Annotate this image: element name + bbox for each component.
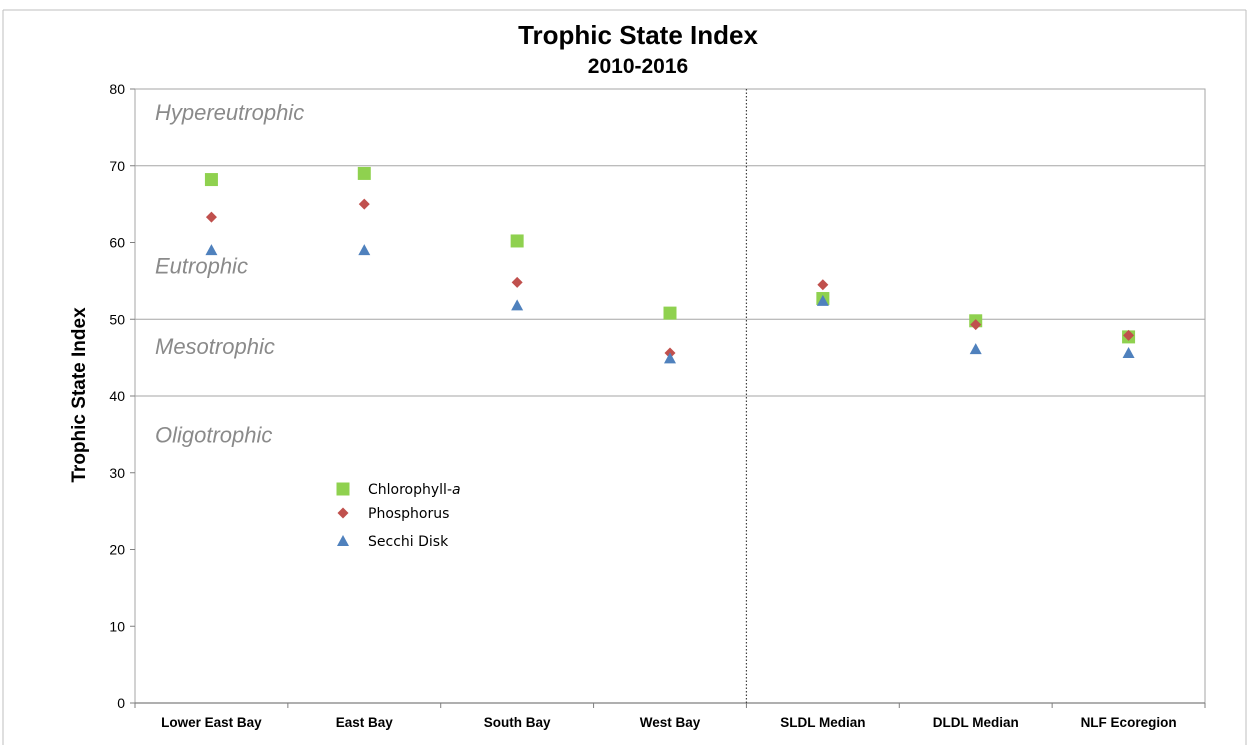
point-diamond [817, 279, 829, 291]
point-triangle [358, 244, 371, 256]
y-tick-label-50: 50 [109, 311, 125, 327]
legend-label: Chlorophyll-a [368, 482, 461, 498]
point-square [204, 173, 218, 187]
legend-label: Secchi Disk [368, 534, 449, 550]
legend-label: Phosphorus [368, 506, 449, 522]
zone-label-hypereutrophic: Hypereutrophic [155, 100, 304, 125]
point-diamond [358, 198, 370, 210]
x-tick-label: East Bay [336, 715, 394, 730]
x-tick-label: South Bay [484, 715, 551, 730]
y-tick-label-60: 60 [109, 235, 125, 251]
y-tick-label-20: 20 [109, 542, 125, 558]
y-axis-label: Trophic State Index [69, 307, 90, 483]
point-diamond [511, 276, 523, 288]
x-tick-label: NLF Ecoregion [1081, 715, 1177, 730]
zone-label-eutrophic: Eutrophic [155, 254, 248, 279]
x-tick-label: DLDL Median [933, 715, 1019, 730]
y-tick-label-80: 80 [109, 81, 125, 97]
point-triangle [205, 244, 218, 256]
x-tick-label: SLDL Median [780, 715, 865, 730]
x-tick-label: Lower East Bay [161, 715, 262, 730]
point-triangle [816, 294, 829, 306]
chart-subtitle: 2010-2016 [588, 55, 688, 78]
point-triangle [664, 352, 676, 364]
x-tick-label: West Bay [640, 715, 701, 730]
point-square [663, 306, 677, 320]
y-tick-label-0: 0 [117, 695, 125, 711]
point-square [510, 234, 524, 248]
legend-marker-diamond [337, 507, 349, 519]
point-diamond [970, 319, 982, 331]
point-triangle [969, 343, 982, 355]
point-square [357, 166, 371, 180]
legend-marker-square [336, 482, 350, 496]
y-tick-label-40: 40 [109, 388, 125, 404]
point-triangle [1122, 347, 1135, 359]
legend-marker-triangle [337, 535, 349, 546]
point-triangle [511, 299, 524, 311]
zone-label-mesotrophic: Mesotrophic [155, 334, 275, 359]
zone-label-oligotrophic: Oligotrophic [155, 422, 272, 447]
point-diamond [205, 211, 217, 223]
y-tick-label-30: 30 [109, 465, 125, 481]
y-tick-label-10: 10 [109, 618, 125, 634]
chart-title: Trophic State Index [518, 20, 758, 50]
point-diamond [1123, 329, 1135, 341]
y-tick-label-70: 70 [109, 158, 125, 174]
